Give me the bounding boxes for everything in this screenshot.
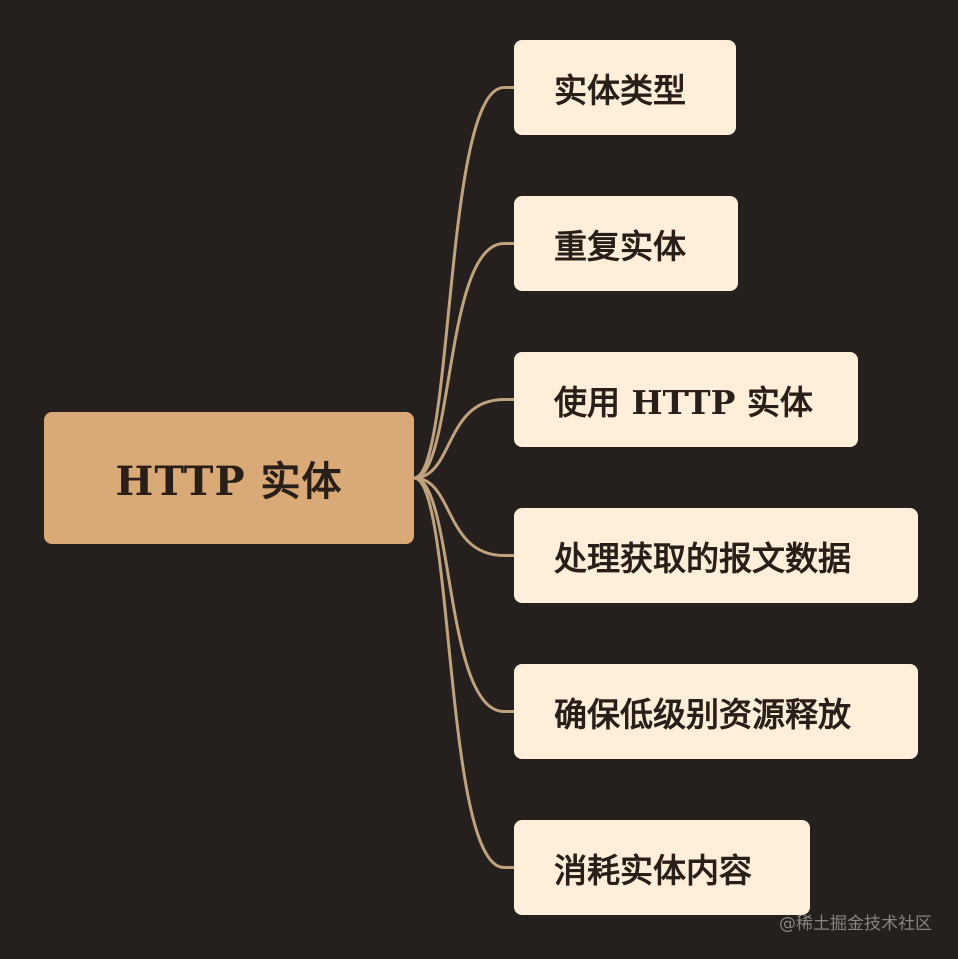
connector-line-1 [412,242,516,480]
child-node-repeatable-entity[interactable]: 重复实体 [514,196,738,291]
child-node-consume-content[interactable]: 消耗实体内容 [514,820,810,915]
child-node-entity-types[interactable]: 实体类型 [514,40,736,135]
connector-line-5 [412,476,516,869]
child-node-process-message-data[interactable]: 处理获取的报文数据 [514,508,918,603]
root-node[interactable]: HTTP 实体 [44,412,414,544]
connector-line-0 [412,86,516,480]
child-node-release-resources[interactable]: 确保低级别资源释放 [514,664,918,759]
child-node-using-http-entity[interactable]: 使用 HTTP 实体 [514,352,858,447]
connector-line-4 [412,476,516,713]
connector-line-3 [412,476,516,557]
connector-line-2 [412,398,516,480]
watermark: @稀土掘金技术社区 [779,914,932,934]
